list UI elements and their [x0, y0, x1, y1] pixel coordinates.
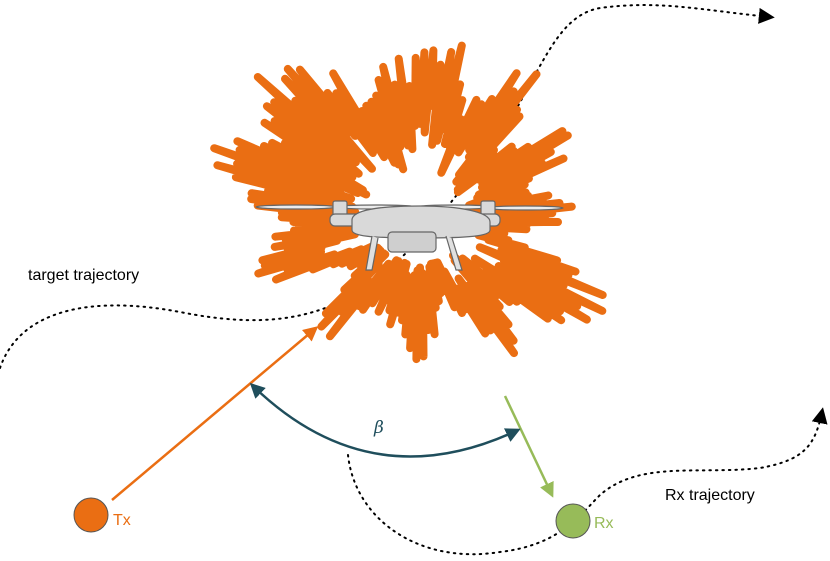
rx-trajectory-path	[347, 407, 828, 556]
rx-trajectory-label: Rx trajectory	[665, 487, 755, 504]
rx-label: Rx	[594, 515, 614, 532]
target-trajectory-path	[0, 4, 775, 369]
bistatic-angle-arc	[249, 382, 521, 458]
beta-label: β	[373, 418, 384, 438]
tx-incident-arrow	[111, 326, 319, 501]
tx-label: Tx	[113, 512, 131, 529]
rx-scattered-arrow	[503, 395, 554, 498]
quadcopter-drone-icon	[255, 200, 564, 271]
target-trajectory-label: target trajectory	[28, 267, 139, 284]
tx-node	[73, 497, 109, 533]
rx-node	[555, 503, 591, 539]
radar-pattern-shape	[210, 41, 607, 364]
